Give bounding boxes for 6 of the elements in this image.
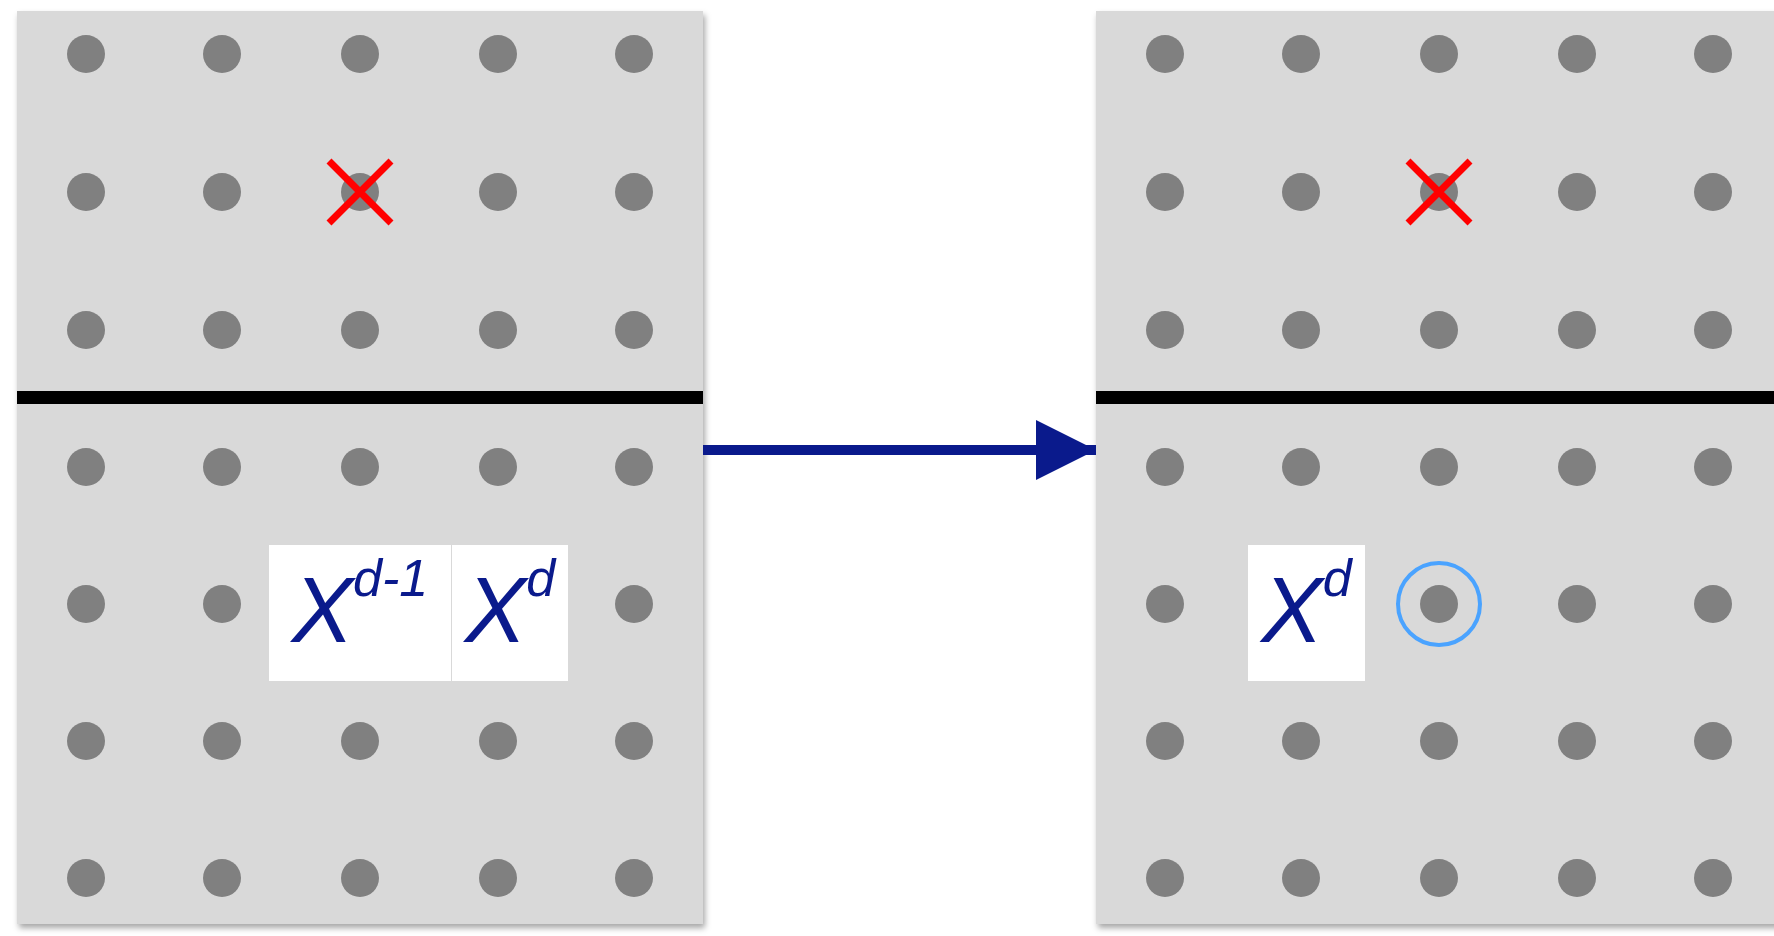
grid-panel <box>17 11 703 924</box>
arrow <box>703 420 1096 480</box>
operator-label: X$^{d}$ <box>452 545 568 681</box>
operator-label: X$^{d}$ <box>1248 545 1365 681</box>
grid-panel <box>1096 11 1774 924</box>
operator-label: X$^{d-1}$ <box>269 545 451 681</box>
